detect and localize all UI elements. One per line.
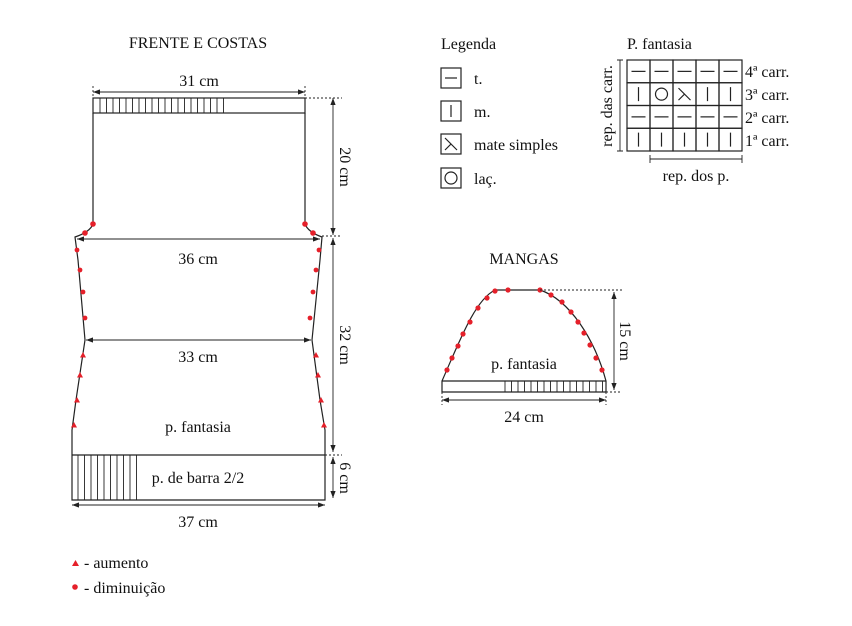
legend-item-lac: laç. bbox=[440, 167, 497, 189]
dim-sleeve-width: 24 cm bbox=[504, 409, 544, 426]
rib-label: p. de barra 2/2 bbox=[152, 470, 244, 487]
decrease-symbol-icon bbox=[678, 87, 691, 101]
circle-symbol-icon bbox=[444, 171, 458, 185]
decrease-dot bbox=[587, 342, 593, 348]
dim-rib-height: 6 cm bbox=[336, 462, 353, 494]
increase-marker bbox=[71, 422, 77, 428]
decrease-dot bbox=[581, 330, 587, 336]
decrease-dot bbox=[310, 289, 316, 295]
dim-top-width: 31 cm bbox=[179, 73, 219, 90]
dim-chest-width: 36 cm bbox=[178, 251, 218, 268]
decrease-dot bbox=[307, 315, 313, 321]
decrease-dot bbox=[467, 319, 473, 325]
front-pattern-label: p. fantasia bbox=[165, 419, 231, 436]
decrease-marker-icon bbox=[72, 584, 78, 590]
decrease-dot bbox=[575, 319, 581, 325]
legend-title: Legenda bbox=[441, 36, 496, 53]
row-label-2: 2ª carr. bbox=[745, 110, 789, 127]
decrease-dot bbox=[74, 247, 80, 253]
svg-text:laç.: laç. bbox=[474, 171, 497, 188]
dim-sleeve-height: 15 cm bbox=[616, 321, 633, 361]
decrease-dot bbox=[77, 267, 83, 273]
decrease-dot bbox=[593, 355, 599, 361]
row-label-3: 3ª carr. bbox=[745, 87, 789, 104]
increase-marker-icon bbox=[72, 560, 79, 566]
dim-armhole-height: 20 cm bbox=[336, 147, 353, 187]
decrease-dot bbox=[310, 230, 316, 236]
increase-marker bbox=[80, 352, 86, 358]
stitch-chart-grid bbox=[626, 59, 743, 152]
decrease-dot bbox=[80, 289, 86, 295]
decrease-dot bbox=[548, 292, 554, 298]
decrease-dot bbox=[313, 267, 319, 273]
row-label-1: 1ª carr. bbox=[745, 133, 789, 150]
increase-marker bbox=[74, 397, 80, 403]
decrease-dot bbox=[492, 288, 498, 294]
sleeve-pattern-label: p. fantasia bbox=[491, 356, 557, 373]
increase-marker bbox=[77, 372, 83, 378]
row-label-4: 4ª carr. bbox=[745, 64, 789, 81]
dim-body-height: 32 cm bbox=[336, 325, 353, 365]
decrease-dot bbox=[82, 230, 88, 236]
key-decrease: - diminuição bbox=[84, 580, 165, 597]
legend-item-m: m. bbox=[440, 100, 490, 122]
row-repeat-label: rep. das carr. bbox=[599, 65, 616, 147]
front-back-title: FRENTE E COSTAS bbox=[129, 35, 267, 52]
decrease-dot bbox=[568, 309, 574, 315]
svg-text:t.: t. bbox=[474, 71, 482, 88]
svg-text:m.: m. bbox=[474, 104, 490, 121]
circle-symbol-icon bbox=[654, 87, 669, 101]
increase-marker bbox=[315, 372, 321, 378]
sleeves-title: MANGAS bbox=[489, 251, 558, 268]
sleeve-marker-dots bbox=[444, 287, 605, 373]
increase-marker bbox=[321, 422, 327, 428]
legend-item-mate-simples: mate simples bbox=[440, 133, 558, 155]
decrease-dot bbox=[82, 315, 88, 321]
sleeve-piece bbox=[441, 289, 607, 393]
decrease-dot bbox=[455, 343, 461, 349]
increase-marker bbox=[318, 397, 324, 403]
increase-marker bbox=[313, 352, 319, 358]
chart-cell bbox=[649, 82, 674, 107]
chart-cell bbox=[718, 127, 743, 152]
decrease-dot bbox=[444, 367, 450, 373]
front-back-piece bbox=[71, 97, 326, 501]
decrease-symbol-icon bbox=[444, 137, 458, 151]
dim-waist-width: 33 cm bbox=[178, 349, 218, 366]
decrease-dot bbox=[505, 287, 511, 293]
decrease-dot bbox=[316, 247, 322, 253]
stitch-repeat-label: rep. dos p. bbox=[663, 168, 730, 185]
decrease-dot bbox=[460, 331, 466, 337]
decrease-dot bbox=[475, 305, 481, 311]
legend-item-t: t. bbox=[440, 67, 482, 89]
decrease-dot bbox=[484, 295, 490, 301]
chart-title: P. fantasia bbox=[627, 36, 692, 53]
decrease-dot bbox=[449, 355, 455, 361]
marker-dots bbox=[71, 221, 327, 428]
key-increase: - aumento bbox=[84, 555, 148, 572]
dim-bottom-width: 37 cm bbox=[178, 514, 218, 531]
decrease-dot bbox=[302, 221, 308, 227]
decrease-dot bbox=[599, 367, 605, 373]
decrease-dot bbox=[90, 221, 96, 227]
decrease-dot bbox=[559, 299, 565, 305]
svg-text:mate simples: mate simples bbox=[474, 137, 558, 154]
